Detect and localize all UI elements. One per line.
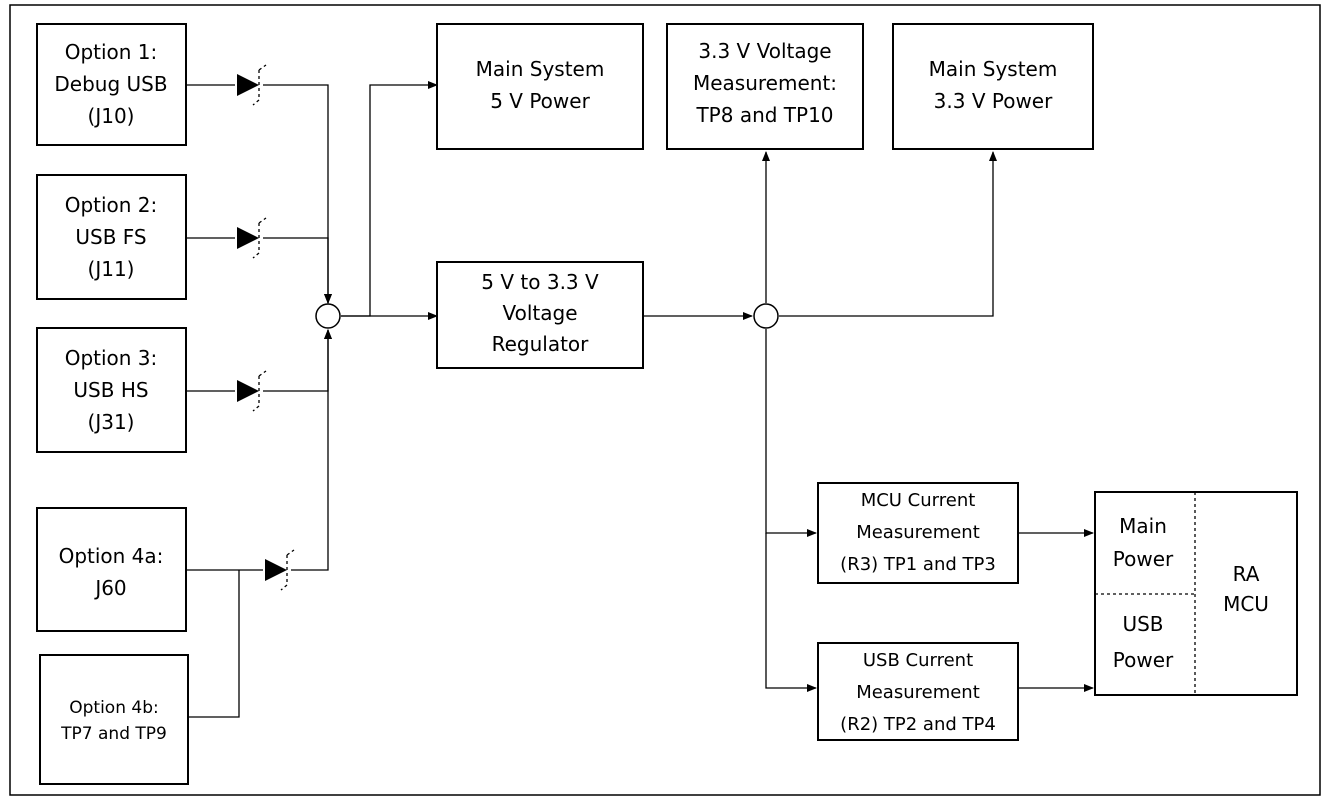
svg-text:USB Current: USB Current bbox=[863, 650, 973, 671]
wire-opt4b bbox=[188, 570, 240, 718]
diode-opt4 bbox=[265, 549, 295, 591]
svg-text:Measurement:: Measurement: bbox=[693, 71, 837, 95]
svg-text:Option 4b:: Option 4b: bbox=[69, 698, 158, 718]
diode-opt2 bbox=[237, 217, 267, 259]
svg-text:Main System: Main System bbox=[929, 57, 1058, 81]
wire-to-main33 bbox=[779, 151, 997, 317]
svg-text:5 V Power: 5 V Power bbox=[490, 89, 590, 113]
ra-mcu-usb-power: USB Power bbox=[1113, 612, 1174, 672]
svg-text:Regulator: Regulator bbox=[492, 332, 590, 356]
svg-text:Voltage: Voltage bbox=[502, 301, 577, 325]
svg-text:Power: Power bbox=[1113, 648, 1174, 672]
svg-text:Power: Power bbox=[1113, 547, 1174, 571]
svg-text:3.3 V Power: 3.3 V Power bbox=[934, 89, 1053, 113]
box-voltage-regulator: 5 V to 3.3 V Voltage Regulator bbox=[436, 261, 644, 369]
box-ra-mcu: Main Power USB Power RA MCU bbox=[1094, 491, 1298, 696]
box-option-4a: Option 4a: J60 bbox=[36, 507, 187, 632]
svg-text:MCU Current: MCU Current bbox=[861, 490, 976, 511]
wire-opt4 bbox=[186, 330, 328, 571]
svg-text:MCU: MCU bbox=[1223, 592, 1269, 616]
diode-opt1 bbox=[237, 64, 267, 106]
box-option-1: Option 1: Debug USB (J10) bbox=[36, 23, 187, 146]
box-option-2: Option 2: USB FS (J11) bbox=[36, 174, 187, 300]
svg-text:Measurement: Measurement bbox=[856, 522, 980, 543]
box-option-4b: Option 4b: TP7 and TP9 bbox=[39, 654, 189, 785]
svg-text:TP8 and TP10: TP8 and TP10 bbox=[695, 103, 833, 127]
svg-text:(J31): (J31) bbox=[88, 410, 135, 434]
svg-text:(J10): (J10) bbox=[88, 104, 135, 128]
wire-opt2 bbox=[186, 237, 328, 303]
box-main-system-3v3: Main System 3.3 V Power bbox=[892, 23, 1094, 150]
svg-text:J60: J60 bbox=[93, 576, 126, 600]
ra-mcu-label: RA MCU bbox=[1223, 562, 1269, 616]
svg-text:TP7 and TP9: TP7 and TP9 bbox=[60, 724, 167, 744]
svg-text:(J11): (J11) bbox=[88, 257, 135, 281]
svg-text:USB FS: USB FS bbox=[75, 225, 146, 249]
svg-text:Option 3:: Option 3: bbox=[65, 346, 158, 370]
svg-text:Option 4a:: Option 4a: bbox=[59, 544, 164, 568]
wire-to-mcu-current bbox=[765, 329, 817, 537]
svg-text:3.3 V Voltage: 3.3 V Voltage bbox=[698, 39, 831, 63]
box-main-system-5v: Main System 5 V Power bbox=[436, 23, 644, 150]
svg-text:Debug USB: Debug USB bbox=[54, 72, 167, 96]
wire-to-usb-current bbox=[765, 533, 817, 692]
svg-text:RA: RA bbox=[1233, 562, 1260, 586]
box-3v3-voltage-measurement: 3.3 V Voltage Measurement: TP8 and TP10 bbox=[666, 23, 864, 150]
junction-node-3v3 bbox=[753, 303, 779, 329]
wire-opt3 bbox=[186, 330, 328, 392]
wire-opt1 bbox=[186, 84, 328, 303]
svg-text:USB HS: USB HS bbox=[73, 378, 148, 402]
svg-text:Option 2:: Option 2: bbox=[65, 193, 158, 217]
box-option-3: Option 3: USB HS (J31) bbox=[36, 327, 187, 453]
diagram-frame bbox=[9, 4, 1321, 796]
ra-mcu-main-power: Main Power bbox=[1113, 514, 1174, 571]
svg-text:(R3) TP1 and TP3: (R3) TP1 and TP3 bbox=[840, 554, 996, 575]
diode-opt3 bbox=[237, 370, 267, 412]
svg-text:5 V to 3.3 V: 5 V to 3.3 V bbox=[481, 270, 599, 294]
svg-text:Option 1:: Option 1: bbox=[65, 40, 158, 64]
svg-text:Main: Main bbox=[1119, 514, 1167, 538]
svg-text:Main System: Main System bbox=[476, 57, 605, 81]
wire-to-main5v bbox=[341, 81, 438, 317]
svg-text:Measurement: Measurement bbox=[856, 682, 980, 703]
svg-text:USB: USB bbox=[1122, 612, 1163, 636]
junction-node-5v bbox=[315, 303, 341, 329]
box-mcu-current-measurement: MCU Current Measurement (R3) TP1 and TP3 bbox=[817, 482, 1019, 584]
box-usb-current-measurement: USB Current Measurement (R2) TP2 and TP4 bbox=[817, 642, 1019, 741]
svg-text:(R2) TP2 and TP4: (R2) TP2 and TP4 bbox=[840, 714, 996, 735]
